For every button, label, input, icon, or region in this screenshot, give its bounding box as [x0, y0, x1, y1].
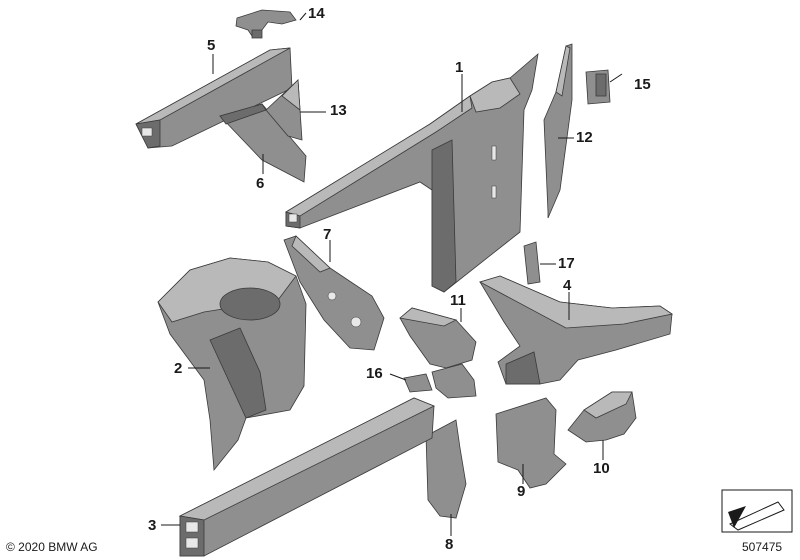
copyright-text: © 2020 BMW AG [6, 540, 98, 554]
callout-16: 16 [366, 365, 383, 382]
part-9-plate [495, 397, 567, 489]
callout-4: 4 [563, 277, 572, 294]
part-6-plate [219, 103, 307, 183]
callout-5: 5 [207, 37, 216, 54]
part-4-longitudinal [478, 275, 674, 385]
part-2-wheel-arch [157, 257, 307, 472]
callout-3: 3 [148, 517, 157, 534]
callout-10: 10 [593, 460, 610, 477]
part-16-support [431, 363, 477, 399]
callout-13: 13 [330, 102, 347, 119]
image-number: 507475 [742, 540, 783, 554]
callout-8: 8 [445, 536, 454, 553]
part-10-bracket [567, 391, 637, 443]
callout-7: 7 [323, 226, 332, 243]
part-13-bracket [265, 79, 303, 141]
part-14-bracket [235, 9, 297, 39]
callout-1: 1 [455, 59, 464, 76]
callout-6: 6 [256, 175, 265, 192]
part-1-side-member [285, 52, 539, 293]
part-15-bracket [585, 69, 623, 105]
part-12-pillar [543, 43, 573, 219]
callout-17: 17 [558, 255, 575, 272]
part-17-plate [523, 241, 541, 285]
callout-15: 15 [634, 76, 651, 93]
part-16-bracket [403, 373, 433, 393]
callout-14: 14 [308, 5, 325, 22]
callout-9: 9 [517, 483, 526, 500]
part-11-bracket [399, 307, 477, 369]
part-7-gusset [283, 235, 385, 351]
part-8-plate [425, 419, 467, 519]
part-3-beam [178, 397, 435, 557]
callout-2: 2 [174, 360, 183, 377]
part-5-beam [135, 47, 293, 149]
callout-11: 11 [450, 292, 466, 309]
orientation-symbol [721, 489, 793, 533]
callout-12: 12 [576, 129, 593, 146]
leader-lines [161, 12, 604, 536]
